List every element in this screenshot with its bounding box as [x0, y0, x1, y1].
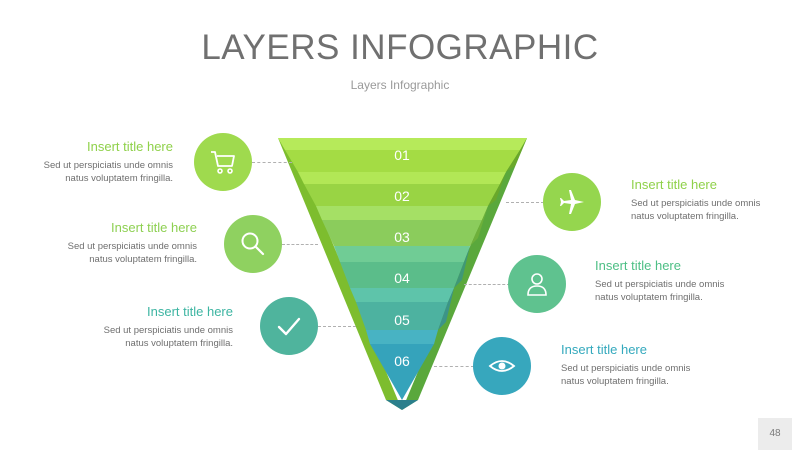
info-text-4: Sed ut perspiciatis unde omnis natus vol… — [595, 279, 725, 303]
ledge-right-3 — [470, 206, 488, 246]
info-block-6: Insert title here Sed ut perspiciatis un… — [561, 342, 696, 388]
funnel-tip — [386, 400, 418, 410]
airplane-icon — [560, 190, 584, 214]
layer-05-top — [350, 288, 454, 302]
eye-icon — [488, 360, 516, 372]
info-block-3: Insert title here Sed ut perspiciatis un… — [62, 220, 197, 266]
search-icon — [241, 232, 265, 256]
info-text-5: Sed ut perspiciatis unde omnis natus vol… — [103, 325, 233, 349]
info-block-2: Insert title here Sed ut perspiciatis un… — [631, 177, 766, 223]
layer-number-02: 02 — [394, 188, 410, 204]
info-title-6: Insert title here — [561, 342, 647, 357]
connector-4 — [464, 284, 510, 285]
page-title: LAYERS INFOGRAPHIC — [201, 28, 599, 67]
connector-3 — [282, 244, 318, 245]
connector-1 — [252, 162, 292, 163]
info-block-1: Insert title here Sed ut perspiciatis un… — [38, 139, 173, 185]
info-text-3: Sed ut perspiciatis unde omnis natus vol… — [67, 241, 197, 265]
layer-02-top — [298, 172, 506, 184]
layer-number-01: 01 — [394, 147, 410, 163]
layer-04-top — [334, 246, 470, 262]
circle-eye — [473, 337, 531, 395]
info-title-1: Insert title here — [87, 139, 173, 154]
layer-number-03: 03 — [394, 229, 410, 245]
circle-search — [224, 215, 282, 273]
info-text-2: Sed ut perspiciatis unde omnis natus vol… — [631, 198, 761, 222]
page-subtitle: Layers Infographic — [350, 78, 450, 92]
layer-03-top — [316, 206, 488, 220]
layer-number-04: 04 — [394, 270, 410, 286]
ledge-right-2 — [488, 172, 506, 206]
circle-check — [260, 297, 318, 355]
connector-6 — [434, 366, 474, 367]
info-block-4: Insert title here Sed ut perspiciatis un… — [595, 258, 730, 304]
shopping-cart-icon — [211, 151, 235, 174]
circle-airplane — [543, 173, 601, 231]
info-title-4: Insert title here — [595, 258, 681, 273]
page-number: 48 — [758, 418, 792, 450]
layer-number-06: 06 — [394, 353, 410, 369]
layer-06-top — [366, 330, 438, 344]
ledge-right-5 — [438, 288, 454, 330]
user-icon — [527, 273, 547, 296]
ledge-right-1 — [506, 138, 527, 172]
connector-5 — [318, 326, 356, 327]
connector-2 — [506, 202, 544, 203]
checkmark-icon — [277, 317, 301, 336]
info-block-5: Insert title here Sed ut perspiciatis un… — [98, 304, 233, 350]
info-title-5: Insert title here — [147, 304, 233, 319]
layer-number-05: 05 — [394, 312, 410, 328]
info-title-3: Insert title here — [111, 220, 197, 235]
info-title-2: Insert title here — [631, 177, 717, 192]
info-text-6: Sed ut perspiciatis unde omnis natus vol… — [561, 363, 691, 387]
info-text-1: Sed ut perspiciatis unde omnis natus vol… — [43, 160, 173, 184]
ledge-right-4 — [454, 246, 470, 288]
circle-cart — [194, 133, 252, 191]
circle-user — [508, 255, 566, 313]
